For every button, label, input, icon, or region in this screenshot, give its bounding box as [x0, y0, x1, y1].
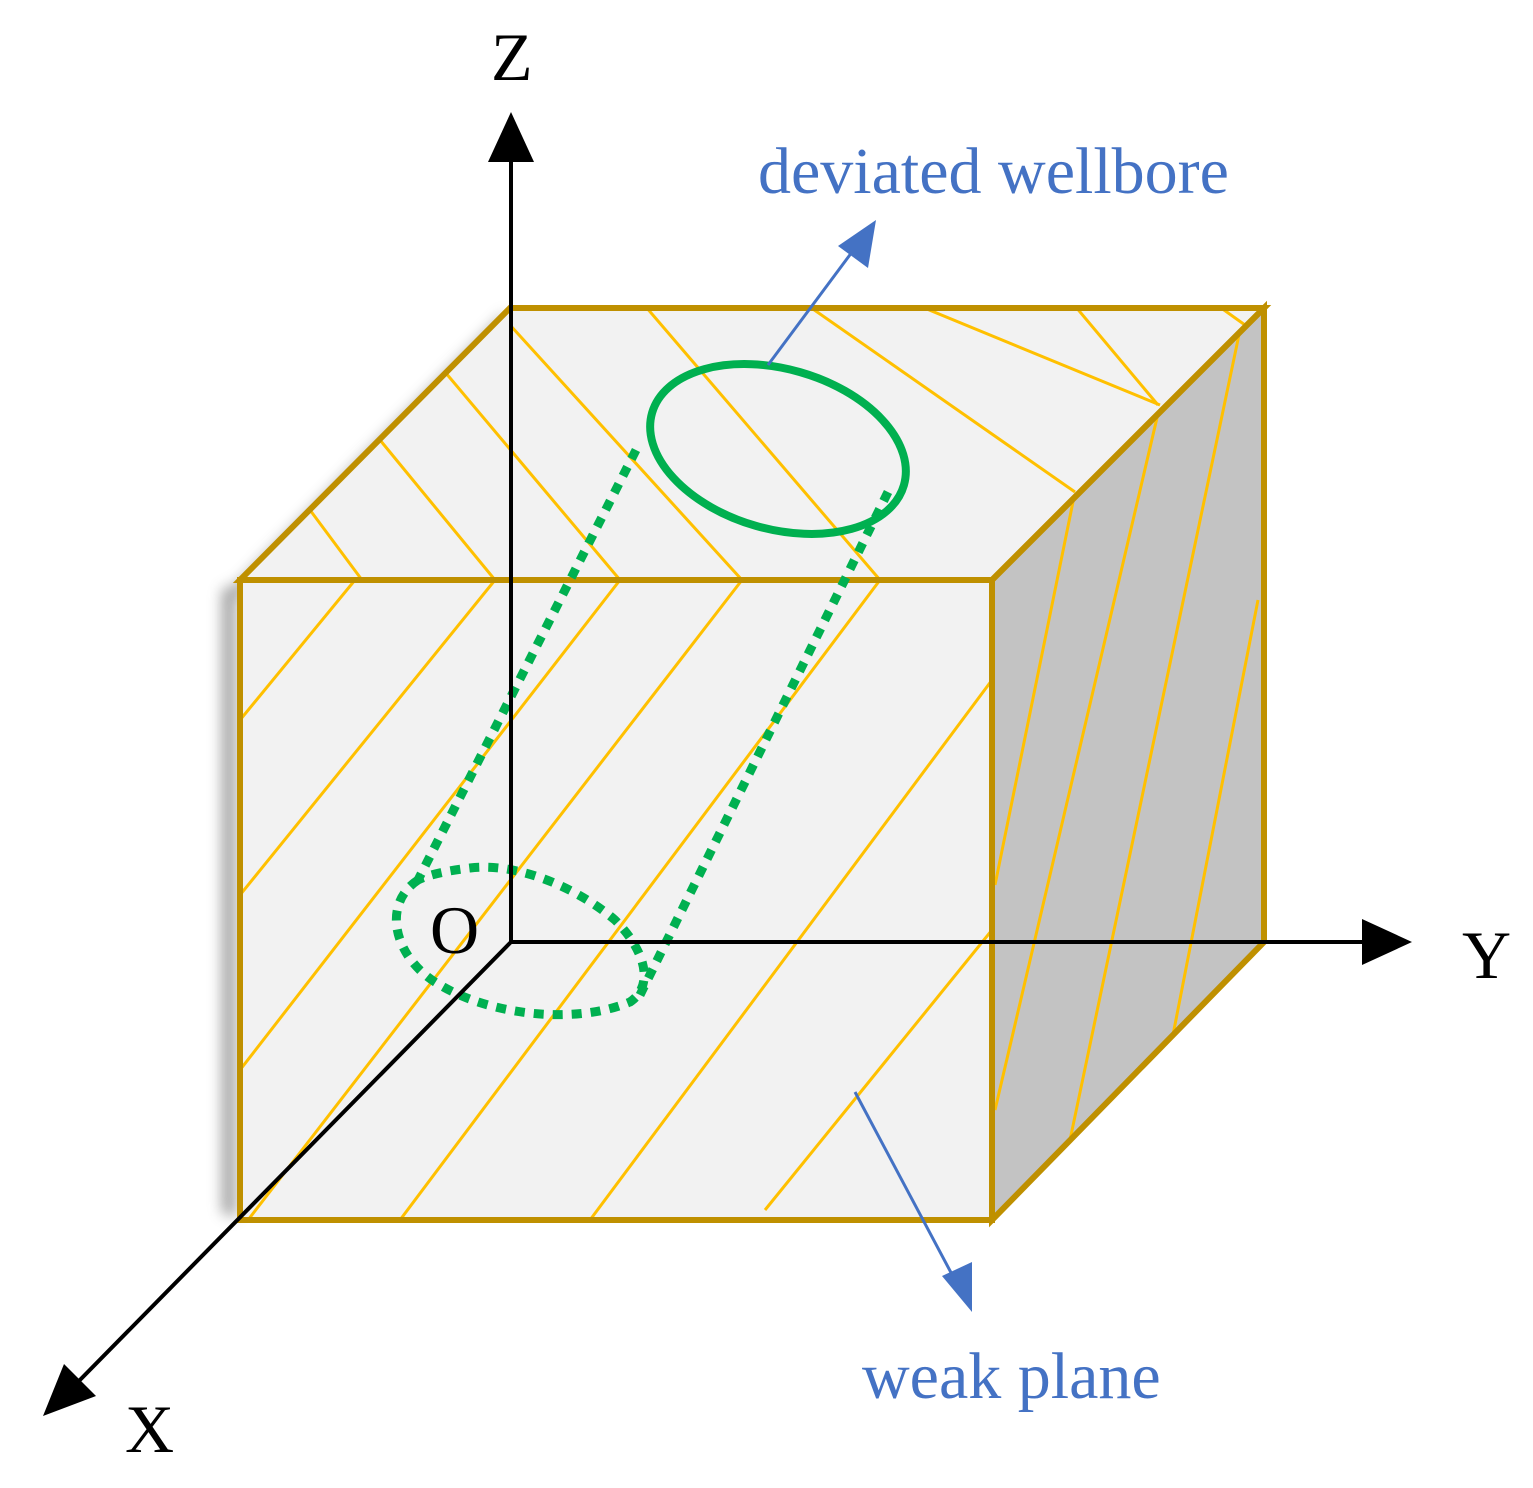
wellbore-bottom-ellipse	[391, 862, 649, 1020]
z-axis-label: Z	[491, 19, 533, 95]
x-axis-arrowhead	[43, 1364, 96, 1416]
y-axis-arrowhead	[1362, 919, 1412, 965]
z-axis-arrowhead	[488, 112, 534, 162]
bedding-lines-front	[240, 580, 992, 1220]
wellbore-left-generator	[413, 447, 641, 883]
cube-top-face	[240, 308, 1264, 580]
callout-arrows	[766, 220, 972, 1312]
wellbore-callout-arrowhead	[838, 220, 876, 268]
wellbore-top-ellipse	[646, 360, 910, 538]
wellbore	[391, 360, 910, 1020]
axes	[43, 112, 1412, 1416]
x-axis-label: X	[125, 1391, 174, 1467]
weak-plane-callout-arrow	[853, 1091, 958, 1283]
cube-front-face	[240, 580, 992, 1220]
wellbore-callout-arrow	[766, 247, 857, 366]
weak-plane-callout-arrowhead	[942, 1262, 972, 1312]
y-axis-label: Y	[1462, 917, 1511, 993]
origin-label: O	[430, 892, 479, 968]
x-axis	[73, 940, 513, 1387]
weak-plane-callout-label: weak plane	[862, 1340, 1161, 1413]
wellbore-callout-label: deviated wellbore	[758, 135, 1229, 208]
bedding-lines-side	[993, 329, 1260, 1141]
